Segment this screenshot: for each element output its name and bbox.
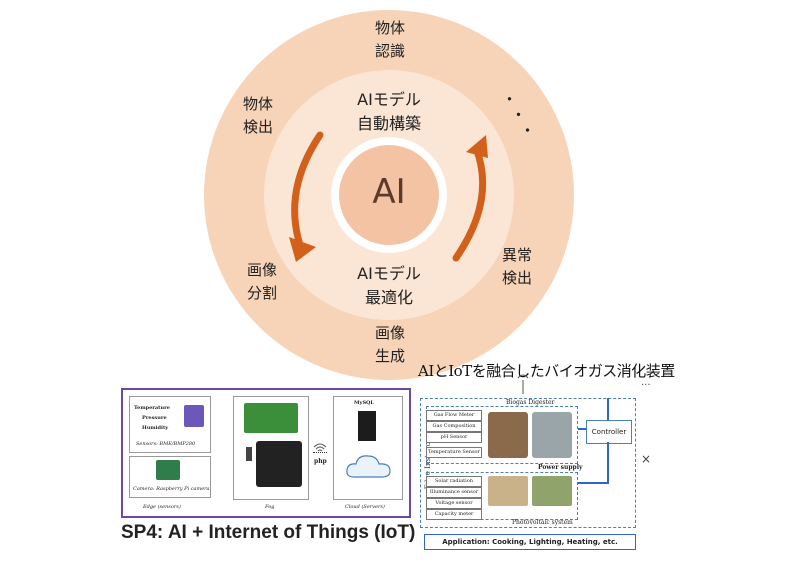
cloud-icon	[346, 455, 391, 478]
controller-link-digester	[578, 428, 586, 430]
camera-box: Camera: Raspberry Pi camera	[129, 456, 211, 498]
sensor-humidity: Humidity	[142, 425, 169, 431]
antenna-icon	[516, 374, 530, 396]
label-line: 生成	[374, 347, 405, 365]
right-arrow-head	[466, 135, 488, 158]
inner-top-line1: AIモデル	[357, 90, 421, 109]
inner-top-label: AIモデル 自動構築	[334, 88, 444, 136]
outer-label-anomaly-detection: 異常 検出	[489, 244, 545, 290]
left-cycle-arrow	[291, 131, 324, 249]
label-line: 検出	[242, 118, 273, 136]
label-line: 物体	[242, 95, 273, 113]
edge-instances-frame	[420, 398, 636, 528]
wifi-icon-svg	[313, 443, 327, 452]
cloud-box: MySQL	[333, 396, 403, 500]
pv-row-2: Illuminance sensor	[426, 487, 482, 498]
controller-box: Controller	[586, 420, 632, 444]
pv-label: Photovoltaic system	[512, 519, 573, 526]
digester-photo-1	[488, 412, 528, 458]
fog-label: Fog	[265, 504, 275, 510]
inner-bottom-label: AIモデル 最適化	[334, 262, 444, 310]
wifi-icon	[313, 438, 327, 452]
outer-label-object-recognition: 物体 認識	[362, 17, 418, 63]
camera-caption: Camera: Raspberry Pi camera	[133, 486, 210, 492]
raspberry-pi-icon	[244, 403, 298, 433]
php-label: php	[314, 458, 327, 465]
sensor-box: Temperature Pressure Humidity Sensors: B…	[129, 396, 211, 453]
cloud-label: Cloud (Servers)	[345, 504, 385, 510]
biogas-title: AIとIoTを融合したバイオガス消化装置	[418, 362, 675, 380]
biogas-panel: Edge Instances Biogas Digester Gas Flow …	[420, 374, 636, 528]
sensor-caption: Sensors: BME/BMP280	[136, 441, 196, 447]
pv-photo-2	[532, 476, 572, 506]
pv-photo-1	[488, 476, 528, 506]
left-arrow-head	[289, 237, 316, 262]
controller-link-pv	[578, 482, 609, 484]
close-mark: ×	[641, 452, 652, 466]
digester-row-1: Gas Flow Meter	[426, 410, 482, 421]
controller-link-top	[607, 398, 609, 420]
pv-row-4: Capacity meter	[426, 509, 482, 520]
cloud-top-label: MySQL	[354, 400, 374, 406]
inner-bottom-line2: 最適化	[364, 288, 413, 307]
server-icon	[358, 411, 376, 441]
outer-label-image-segmentation: 画像 分割	[234, 259, 290, 305]
application-box: Application: Cooking, Lighting, Heating,…	[424, 534, 636, 550]
digester-row-4: Temperature Sensor	[426, 447, 482, 458]
center-ai-label: AI	[372, 172, 406, 212]
label-line: 異常	[501, 246, 532, 264]
digester-row-3: pH Sensor	[426, 432, 482, 443]
link-line	[313, 452, 327, 453]
iot-architecture-panel: Temperature Pressure Humidity Sensors: B…	[121, 388, 411, 518]
outer-label-object-detection: 物体 検出	[230, 93, 286, 139]
label-line: 検出	[501, 269, 532, 287]
camera-icon	[156, 460, 180, 480]
label-line: 画像	[374, 324, 405, 342]
sensor-board-icon	[184, 405, 204, 427]
fog-box	[233, 396, 309, 500]
controller-link-bottom	[607, 442, 609, 482]
label-line: 画像	[246, 261, 277, 279]
digester-photo-2	[532, 412, 572, 458]
digester-label: Biogas Digester	[506, 399, 555, 406]
label-line: 認識	[374, 42, 405, 60]
inner-top-line2: 自動構築	[356, 114, 421, 133]
more-mark: ···	[641, 380, 651, 391]
digester-row-2: Gas Composition Analyzer	[426, 421, 482, 438]
right-cycle-arrow	[452, 144, 487, 262]
database-icon	[246, 447, 252, 461]
pv-row-3: Voltage sensor	[426, 498, 482, 509]
antenna-icon-svg	[517, 374, 529, 394]
sensor-pressure: Pressure	[142, 415, 167, 421]
inner-bottom-line1: AIモデル	[357, 264, 421, 283]
jetson-board-icon	[256, 441, 302, 487]
pv-row-1: Solar radiation meter	[426, 476, 482, 493]
outer-label-image-generation: 画像 生成	[362, 322, 418, 368]
power-supply-label: Power supply	[538, 464, 583, 471]
label-line: 分割	[246, 284, 277, 302]
center-circle	[339, 145, 439, 245]
label-line: 物体	[374, 19, 405, 37]
iot-caption: SP4: AI + Internet of Things (IoT)	[121, 522, 416, 543]
sensor-temperature: Temperature	[134, 405, 170, 411]
edge-label: Edge (sensors)	[143, 504, 181, 510]
